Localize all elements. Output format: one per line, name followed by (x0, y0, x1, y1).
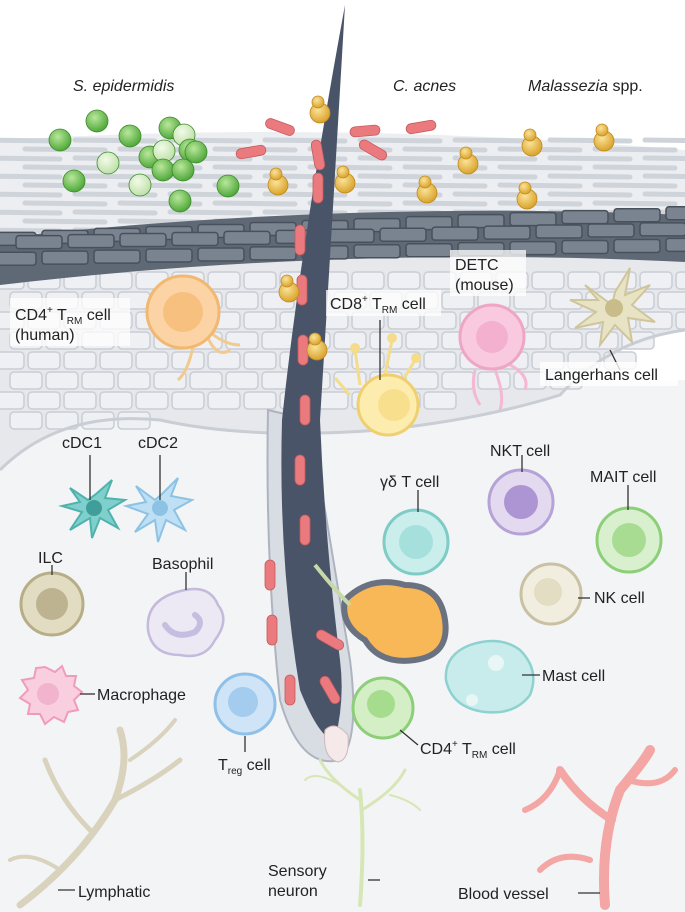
label-cd4-trm-top: CD4+ TRM cell (15, 305, 111, 327)
label-sensory: Sensory (268, 863, 327, 880)
label-treg: Treg cell (218, 757, 271, 777)
label-nk: NK cell (594, 590, 645, 607)
label-mait: MAIT cell (590, 469, 656, 486)
hair-follicle (266, 5, 355, 763)
label-lymphatic: Lymphatic (78, 884, 150, 901)
label-detc-mouse: (mouse) (455, 277, 514, 294)
label-cdc1: cDC1 (62, 435, 102, 452)
label-gd-t: γδ T cell (380, 474, 439, 491)
label-bg-cd4-top (10, 298, 130, 346)
label-cdc2: cDC2 (138, 435, 178, 452)
label-ilc: ILC (38, 550, 63, 567)
label-malassezia: Malassezia spp. (528, 78, 643, 95)
label-c-acnes: C. acnes (393, 78, 456, 95)
label-nkt: NKT cell (490, 443, 550, 460)
cdc2-cell (122, 477, 195, 543)
label-s-epidermidis: S. epidermidis (73, 78, 174, 95)
basophil-cell (146, 587, 225, 658)
cd4-trm-cell-dermal (351, 676, 415, 740)
label-blood-vessel: Blood vessel (458, 886, 549, 903)
treg-cell (213, 672, 277, 736)
detc-cell (458, 303, 528, 411)
gd-t-cell (382, 508, 450, 576)
label-macrophage: Macrophage (97, 687, 186, 704)
label-cd4-trm-bottom: CD4+ TRM cell (420, 739, 516, 761)
s-epidermidis-colony (48, 109, 240, 213)
label-detc: DETC (455, 257, 499, 274)
ilc-cell (19, 571, 85, 637)
label-bg-cd8 (326, 290, 441, 316)
hair-shaft (281, 5, 345, 740)
macrophage-cell (18, 664, 84, 726)
label-basophil: Basophil (152, 556, 213, 573)
label-neuron: neuron (268, 883, 318, 900)
mait-cell (595, 506, 663, 574)
label-cd8-trm: CD8+ TRM cell (330, 294, 426, 316)
cdc1-cell (58, 479, 129, 539)
label-bg-detc (450, 250, 526, 296)
label-langerhans: Langerhans cell (545, 367, 658, 384)
malassezia-colony (267, 95, 615, 361)
sensory-neuron (304, 758, 421, 907)
c-acnes-colony (235, 118, 437, 706)
basal-layer (0, 205, 685, 285)
nk-cell (519, 562, 583, 626)
cd8-trm-cell (333, 333, 421, 437)
labels: S. epidermidis C. acnes Malassezia spp. … (10, 78, 678, 903)
blood-vessel (522, 745, 678, 910)
label-bg-langerhans (540, 362, 678, 386)
label-cd4-trm-top-human: (human) (15, 327, 75, 344)
sebaceous-gland (313, 563, 449, 664)
nkt-cell (487, 468, 555, 536)
leader-lines (51, 320, 629, 894)
mast-cell (444, 639, 535, 714)
label-mast: Mast cell (542, 668, 605, 685)
cd4-trm-cell-epidermal (145, 274, 241, 382)
lymphatic-vessel (8, 718, 183, 909)
langerhans-cell (569, 267, 656, 349)
